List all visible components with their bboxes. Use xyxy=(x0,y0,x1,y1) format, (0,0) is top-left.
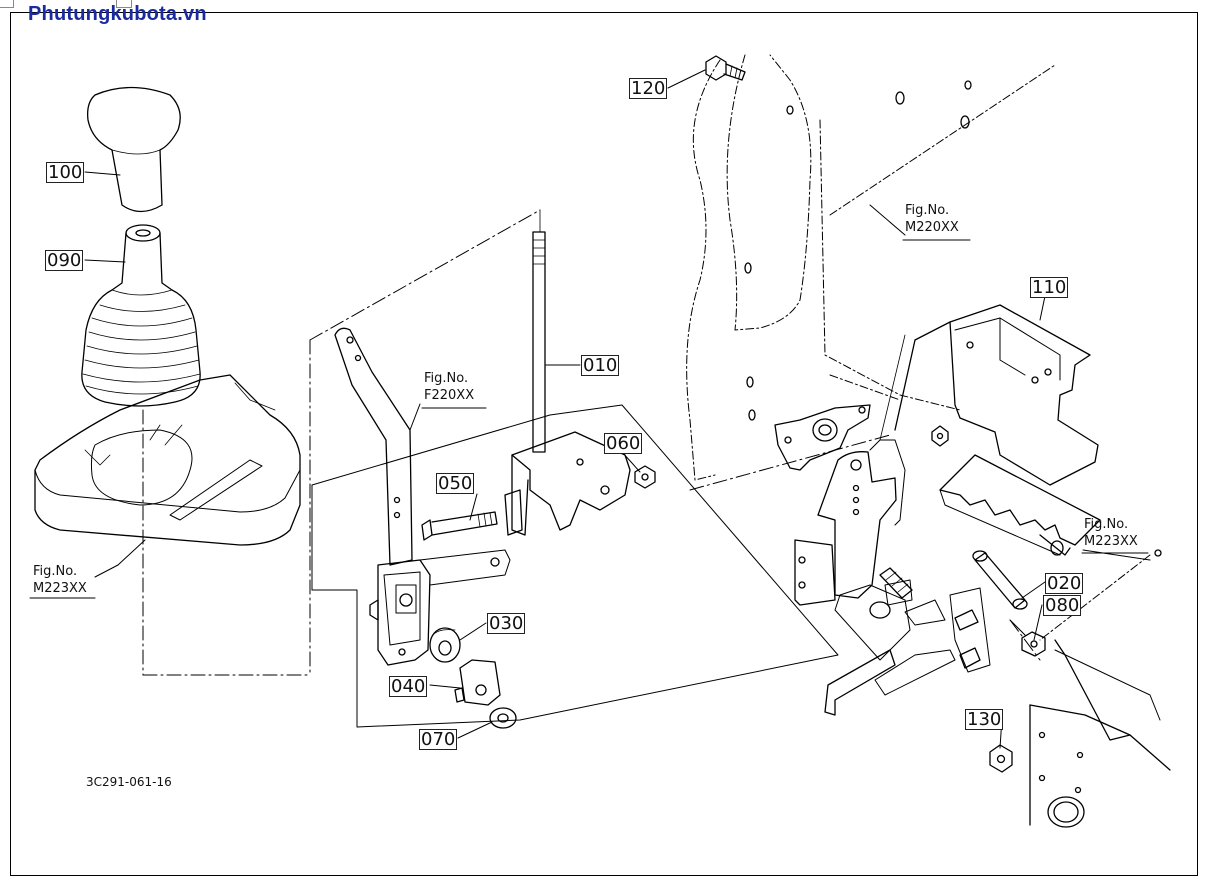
fig-ref-number: M223XX xyxy=(33,581,87,596)
panel-holes xyxy=(744,80,972,421)
console-plate-drawing xyxy=(34,374,301,546)
part-label-040[interactable]: 040 xyxy=(389,676,428,697)
knob-100-drawing xyxy=(87,86,181,213)
fig-ref-label: Fig.No. xyxy=(1084,517,1129,532)
part-label-060[interactable]: 060 xyxy=(604,433,643,454)
fig-ref-number: F220XX xyxy=(424,388,475,403)
gate-plate-drawing xyxy=(939,454,1101,556)
fig-ref-label: Fig.No. xyxy=(905,203,950,218)
bracket-110-drawing xyxy=(879,304,1099,486)
dashed-panel-outline xyxy=(686,54,1151,641)
bolt-080-drawing xyxy=(1009,619,1046,657)
fig-ref-label: Fig.No. xyxy=(33,564,78,579)
bolt-050-drawing xyxy=(421,511,498,541)
washer-030-drawing xyxy=(429,627,461,663)
shift-lever-arm xyxy=(334,327,511,666)
fig-ref-number: M223XX xyxy=(1084,534,1138,549)
fig-ref-label: Fig.No. xyxy=(424,371,469,386)
part-label-080[interactable]: 080 xyxy=(1043,595,1082,616)
block-040-drawing xyxy=(454,659,501,706)
part-label-120[interactable]: 120 xyxy=(629,78,668,99)
assembly-outline xyxy=(311,404,839,728)
fig-ref-f220[interactable]: Fig.No. F220XX xyxy=(424,370,474,404)
part-label-020[interactable]: 020 xyxy=(1045,573,1084,594)
fig-ref-m223-right[interactable]: Fig.No. M223XX xyxy=(1084,516,1138,550)
nut-small-drawing xyxy=(931,425,949,447)
part-label-050[interactable]: 050 xyxy=(436,473,475,494)
part-label-130[interactable]: 130 xyxy=(965,709,1004,730)
pin-020-drawing xyxy=(972,550,1028,610)
washer-070-drawing xyxy=(489,707,517,729)
diagram-frame xyxy=(10,12,1198,876)
fig-ref-number: M220XX xyxy=(905,220,959,235)
part-label-110[interactable]: 110 xyxy=(1030,277,1069,298)
fig-ref-m223-left[interactable]: Fig.No. M223XX xyxy=(33,563,87,597)
right-plate-drawing xyxy=(1029,549,1171,828)
bolt-120-drawing xyxy=(705,55,746,81)
part-label-090[interactable]: 090 xyxy=(45,250,84,271)
nut-130-drawing xyxy=(989,744,1013,773)
part-label-070[interactable]: 070 xyxy=(419,729,458,750)
window-corner-left xyxy=(0,0,14,8)
studs-drawing xyxy=(879,567,991,673)
part-label-100[interactable]: 100 xyxy=(46,162,85,183)
window-corner-right xyxy=(116,0,132,8)
part-label-010[interactable]: 010 xyxy=(581,355,620,376)
shift-bracket-assembly xyxy=(774,404,956,716)
fig-ref-m220[interactable]: Fig.No. M220XX xyxy=(905,202,959,236)
part-label-030[interactable]: 030 xyxy=(487,613,526,634)
boot-090-drawing xyxy=(81,224,201,407)
leader-lines xyxy=(29,69,1151,749)
site-title[interactable]: Phutungkubota.vn xyxy=(28,3,207,25)
nut-060-drawing xyxy=(634,465,656,489)
drawing-code: 3C291-061-16 xyxy=(86,775,172,789)
projection-lines xyxy=(142,209,541,676)
dashdot-lines-right xyxy=(689,434,1041,661)
